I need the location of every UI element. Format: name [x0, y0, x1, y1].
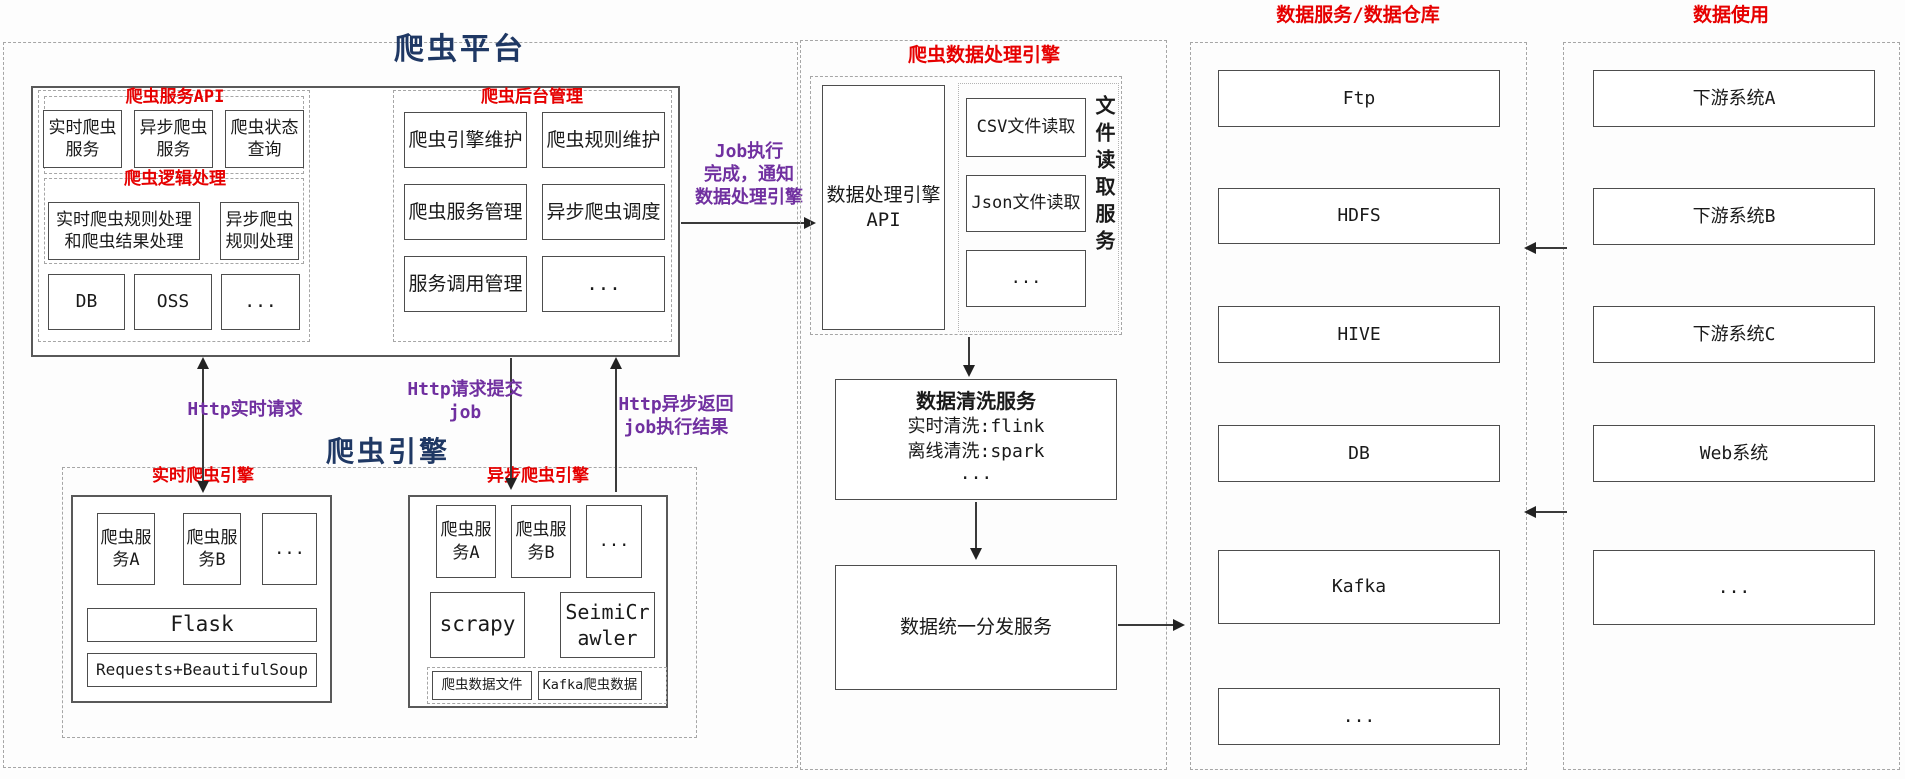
http-async-return-arrow-line	[615, 366, 617, 492]
async-schedule-box: 异步爬虫调度	[542, 184, 665, 240]
db-box: DB	[48, 274, 125, 330]
processing-outer-box	[800, 40, 1167, 770]
http-async-return-label-line1: Http异步返回	[618, 394, 734, 415]
usage-to-warehouse-arrowhead2	[1524, 506, 1536, 518]
logic-section-label: 爬虫逻辑处理	[124, 169, 226, 189]
engine-title: 爬虫引擎	[325, 435, 450, 468]
rt-service-b-box: 爬虫服务B	[183, 513, 241, 585]
crawl-data-file-box: 爬虫数据文件	[432, 671, 532, 700]
to-distribution-arrow-line	[975, 502, 977, 550]
http-submit-label-line2: job	[448, 402, 482, 423]
http-submit-arrowhead	[505, 478, 517, 490]
usage-title: 数据使用	[1692, 4, 1769, 26]
storage-more-box: ...	[221, 274, 300, 330]
usage-to-warehouse-arrowhead1	[1524, 242, 1536, 254]
processing-api-box: 数据处理引擎API	[822, 85, 945, 330]
requests-bs-box: Requests+BeautifulSoup	[87, 653, 317, 687]
http-realtime-arrowhead-down	[197, 481, 209, 493]
admin-more-box: ...	[542, 256, 665, 312]
async-rule-box: 异步爬虫规则处理	[220, 202, 299, 260]
seimicrawler-box: SeimiCrawler	[560, 592, 655, 658]
http-submit-label: Http请求提交 job	[370, 378, 560, 424]
to-distribution-arrowhead	[970, 548, 982, 560]
warehouse-outer-box	[1190, 42, 1527, 770]
http-async-return-label: Http异步返回 job执行结果	[600, 393, 752, 439]
cleaning-line3: ...	[959, 463, 993, 484]
realtime-rule-result-box: 实时爬虫规则处理和爬虫结果处理	[48, 202, 200, 260]
hdfs-box: HDFS	[1218, 188, 1500, 244]
realtime-crawl-service-box: 实时爬虫服务	[43, 110, 122, 168]
http-realtime-label: Http实时请求	[187, 399, 303, 420]
cleaning-line2: 离线清洗:spark	[907, 441, 1045, 462]
file-service-vertical-label: 文件读取服务	[1092, 95, 1116, 257]
to-warehouse-arrowhead	[1173, 619, 1185, 631]
kafka-crawl-data-box: Kafka爬虫数据	[538, 671, 642, 700]
web-system-box: Web系统	[1593, 425, 1875, 482]
api-section-label: 爬虫服务API	[125, 87, 225, 107]
ftp-box: Ftp	[1218, 70, 1500, 127]
platform-left-group-box	[38, 90, 310, 342]
call-manage-box: 服务调用管理	[404, 256, 527, 312]
crawl-status-query-box: 爬虫状态查询	[225, 110, 304, 168]
downstream-b-box: 下游系统B	[1593, 188, 1875, 245]
file-read-more-box: ...	[966, 250, 1086, 307]
file-service-box	[958, 83, 1119, 332]
to-cleaning-arrow-line	[968, 337, 970, 367]
admin-section-box	[393, 90, 672, 342]
distribution-box: 数据统一分发服务	[835, 565, 1117, 690]
job-done-label-line1: Job执行	[714, 141, 784, 162]
as-service-more-box: ...	[586, 505, 642, 578]
job-done-arrow-line	[681, 222, 805, 224]
http-async-return-label-line2: job执行结果	[623, 417, 729, 438]
flask-box: Flask	[87, 608, 317, 642]
async-crawl-service-box: 异步爬虫服务	[134, 110, 213, 168]
rt-service-a-box: 爬虫服务A	[97, 513, 155, 585]
usage-more-box: ...	[1593, 550, 1875, 625]
rt-service-more-box: ...	[262, 513, 317, 585]
oss-box: OSS	[134, 274, 212, 330]
as-service-b-box: 爬虫服务B	[511, 505, 571, 578]
kafka-box: Kafka	[1218, 550, 1500, 624]
platform-outer-box	[3, 42, 798, 768]
downstream-a-box: 下游系统A	[1593, 70, 1875, 127]
cleaning-box: 数据清洗服务 实时清洗:flink 离线清洗:spark ...	[835, 379, 1117, 500]
scrapy-box: scrapy	[430, 592, 525, 658]
http-realtime-arrow-line	[202, 366, 204, 481]
to-cleaning-arrowhead	[963, 365, 975, 377]
to-warehouse-arrow-line	[1118, 624, 1174, 626]
usage-to-warehouse-arrow2-line	[1534, 511, 1567, 513]
job-done-label-line3: 数据处理引擎	[695, 187, 803, 208]
processing-title: 爬虫数据处理引擎	[907, 44, 1060, 66]
cleaning-line1: 实时清洗:flink	[907, 416, 1045, 437]
rule-maintain-box: 爬虫规则维护	[542, 112, 665, 168]
logic-section-box	[44, 178, 304, 264]
as-service-a-box: 爬虫服务A	[436, 505, 496, 578]
cleaning-title: 数据清洗服务	[916, 389, 1036, 413]
warehouse-db-box: DB	[1218, 425, 1500, 482]
usage-outer-box	[1563, 42, 1900, 770]
usage-to-warehouse-arrow1-line	[1534, 247, 1567, 249]
processing-top-group-box	[810, 76, 1122, 335]
json-read-box: Json文件读取	[966, 175, 1086, 232]
admin-section-label: 爬虫后台管理	[481, 87, 583, 107]
job-done-label: Job执行 完成，通知 数据处理引擎	[678, 140, 820, 209]
engine-maintain-box: 爬虫引擎维护	[404, 112, 527, 168]
downstream-c-box: 下游系统C	[1593, 306, 1875, 363]
platform-title: 爬虫平台	[394, 32, 526, 67]
service-manage-box: 爬虫服务管理	[404, 184, 527, 240]
hive-box: HIVE	[1218, 306, 1500, 363]
engine-outer-box	[62, 467, 697, 738]
job-done-label-line2: 完成，通知	[704, 164, 794, 185]
http-submit-arrow-line	[510, 358, 512, 480]
async-output-group-box	[427, 667, 667, 704]
http-async-return-arrowhead	[610, 357, 622, 369]
csv-read-box: CSV文件读取	[966, 98, 1086, 157]
warehouse-more-box: ...	[1218, 688, 1500, 745]
warehouse-title: 数据服务/数据仓库	[1276, 4, 1440, 26]
http-submit-label-line1: Http请求提交	[407, 379, 523, 400]
async-engine-label: 异步爬虫引擎	[487, 466, 589, 486]
http-realtime-arrowhead-up	[197, 357, 209, 369]
